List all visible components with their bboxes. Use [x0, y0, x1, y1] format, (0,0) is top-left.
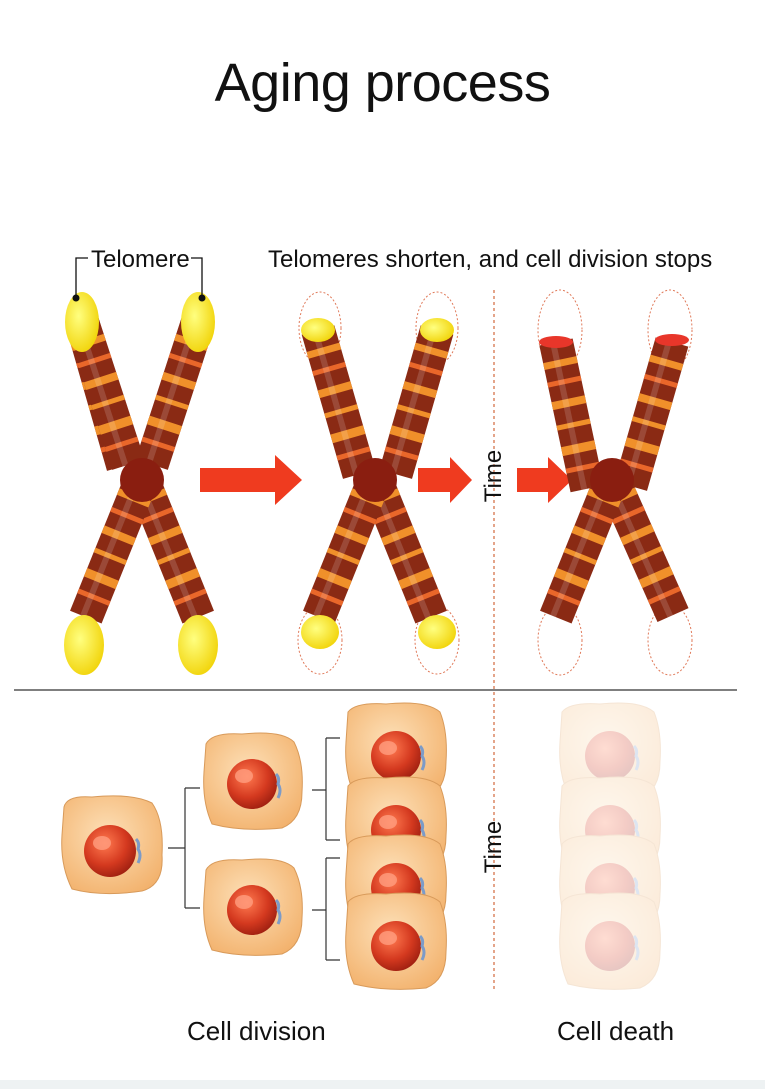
arrow-1	[200, 455, 302, 505]
page-title: Aging process	[214, 53, 551, 113]
cell-division-label: Cell division	[187, 1016, 326, 1046]
time-label-top: Time	[480, 449, 507, 503]
arrow-2	[418, 457, 472, 503]
telomere-bottom-right	[178, 615, 218, 675]
cell-gen2-b	[203, 858, 303, 956]
telomere-label: Telomere	[91, 246, 190, 273]
chromosome-normal	[64, 257, 218, 675]
telomere-top-left	[65, 292, 99, 352]
cell-gen3-a	[345, 702, 447, 800]
chromosome-critical	[537, 289, 693, 676]
cell-gen3-d	[345, 892, 447, 990]
chromosome-shortened	[297, 291, 460, 675]
cell-gen1	[61, 795, 163, 895]
telomere-bottom-left	[64, 615, 104, 675]
arrow-3	[517, 457, 572, 503]
telomere-top-right	[181, 292, 215, 352]
centromere	[120, 458, 164, 502]
cell-death-label: Cell death	[557, 1016, 675, 1046]
telomeres-shorten-label: Telomeres shorten, and cell division sto…	[268, 246, 713, 273]
dead-cells	[559, 702, 661, 990]
cell-gen2-a	[203, 732, 303, 830]
bottom-bar	[0, 1080, 765, 1089]
time-label-bottom: Time	[480, 820, 507, 874]
